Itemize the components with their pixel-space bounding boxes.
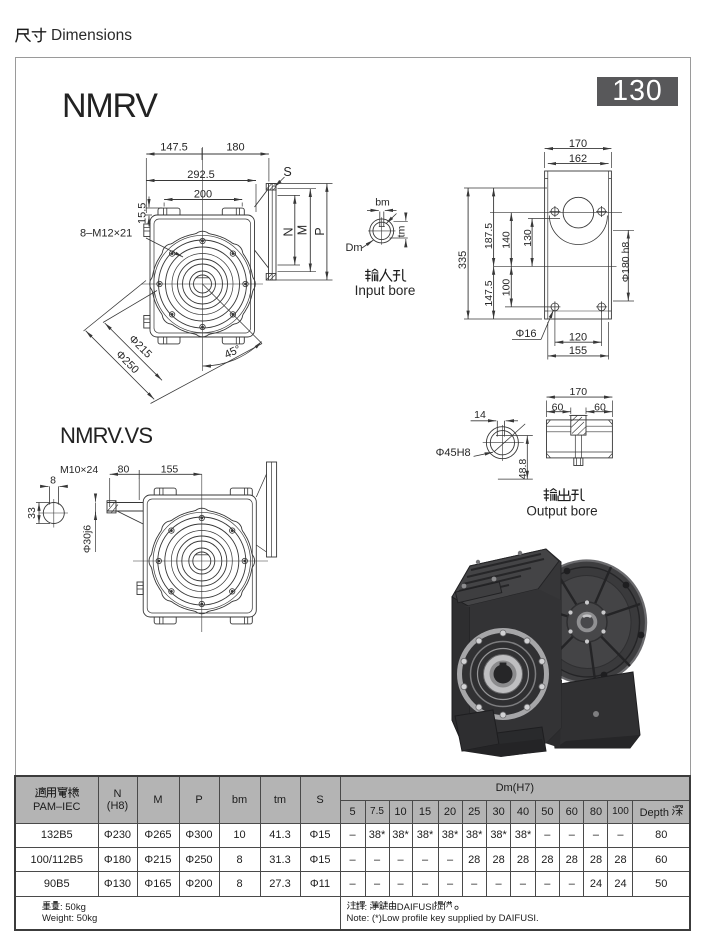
svg-text:130: 130 bbox=[522, 229, 534, 247]
svg-text:292.5: 292.5 bbox=[187, 169, 215, 181]
svg-text:147.5: 147.5 bbox=[160, 142, 188, 154]
svg-text:P: P bbox=[313, 227, 327, 235]
svg-text:8–M12×21: 8–M12×21 bbox=[80, 228, 132, 240]
svg-text:335: 335 bbox=[457, 251, 469, 269]
svg-text:Input bore: Input bore bbox=[355, 283, 416, 298]
svg-text:170: 170 bbox=[569, 138, 587, 150]
svg-text:80: 80 bbox=[118, 463, 130, 475]
svg-text:tm: tm bbox=[396, 225, 408, 237]
svg-text:15.5: 15.5 bbox=[137, 203, 149, 224]
svg-text:33: 33 bbox=[26, 507, 38, 519]
svg-text:170: 170 bbox=[570, 386, 588, 398]
svg-text:Dm: Dm bbox=[345, 242, 362, 254]
svg-text:48.8: 48.8 bbox=[517, 459, 529, 480]
svg-text:8: 8 bbox=[50, 475, 56, 487]
svg-text:147.5: 147.5 bbox=[483, 280, 495, 306]
svg-text:120: 120 bbox=[569, 331, 587, 343]
svg-text:S: S bbox=[283, 165, 291, 179]
svg-text:14: 14 bbox=[474, 409, 486, 421]
svg-text:bm: bm bbox=[375, 197, 390, 209]
svg-text:Φ16: Φ16 bbox=[515, 328, 536, 340]
svg-text:M: M bbox=[296, 225, 310, 235]
svg-text:60: 60 bbox=[594, 401, 606, 413]
svg-text:140: 140 bbox=[501, 231, 513, 249]
svg-text:Φ45H8: Φ45H8 bbox=[436, 447, 471, 459]
svg-text:155: 155 bbox=[161, 463, 179, 475]
svg-text:M10×24: M10×24 bbox=[60, 464, 98, 476]
svg-text:162: 162 bbox=[569, 153, 587, 165]
svg-text:200: 200 bbox=[194, 189, 212, 201]
svg-text:Φ30j6: Φ30j6 bbox=[82, 525, 94, 553]
svg-text:60: 60 bbox=[552, 401, 564, 413]
svg-text:Output bore: Output bore bbox=[526, 504, 597, 519]
svg-text:155: 155 bbox=[569, 345, 587, 357]
svg-text:N: N bbox=[282, 227, 296, 236]
svg-text:187.5: 187.5 bbox=[483, 223, 495, 249]
svg-text:Φ180 h8: Φ180 h8 bbox=[620, 242, 632, 283]
svg-text:180: 180 bbox=[226, 142, 244, 154]
svg-text:45°: 45° bbox=[223, 343, 243, 361]
svg-text:100: 100 bbox=[501, 279, 513, 297]
